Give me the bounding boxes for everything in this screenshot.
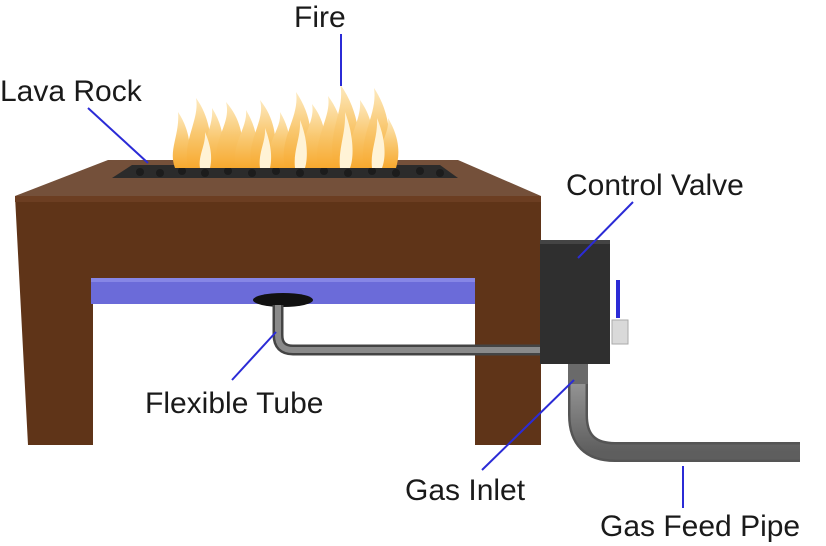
lava-rock-stones — [136, 167, 444, 177]
lava-rock-leader-line — [87, 107, 149, 164]
gas-inlet-label: Gas Inlet — [405, 474, 526, 507]
gas-feed-pipe-label: Gas Feed Pipe — [600, 510, 800, 543]
gas-feed-pipe — [568, 375, 800, 462]
valve-lever — [616, 280, 620, 318]
gas-inlet-leader-line — [481, 379, 575, 471]
fire-label: Fire — [294, 1, 346, 34]
fire-flames — [172, 84, 399, 168]
flexible-tube-leader-line — [231, 331, 277, 381]
lava-rock-label: Lava Rock — [0, 75, 143, 108]
flexible-tube-label: Flexible Tube — [145, 387, 323, 420]
gas-inlet — [568, 360, 588, 384]
tube-opening — [253, 293, 313, 307]
control-valve-label: Control Valve — [566, 169, 744, 202]
control-valve-box — [540, 240, 610, 364]
table-body — [15, 196, 541, 445]
control-valve-leader-line — [577, 201, 634, 259]
valve-knob — [612, 320, 628, 344]
